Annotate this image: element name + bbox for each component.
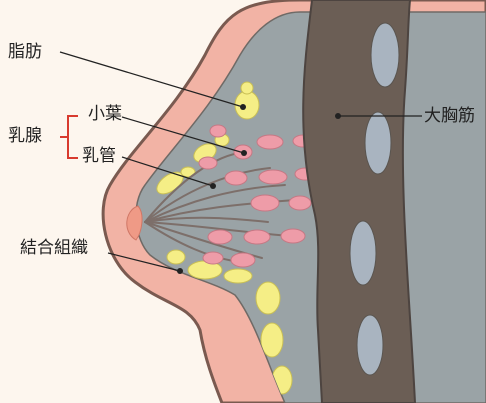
- label-connective-tissue: 結合組織: [20, 240, 88, 257]
- label-lobule: 小葉: [88, 106, 122, 123]
- label-milk-duct: 乳管: [82, 148, 116, 165]
- label-fat: 脂肪: [8, 44, 42, 61]
- label-pectoralis-major: 大胸筋: [424, 108, 475, 125]
- label-mammary-gland: 乳腺: [8, 128, 42, 145]
- mammary-gland-bracket: [60, 116, 78, 158]
